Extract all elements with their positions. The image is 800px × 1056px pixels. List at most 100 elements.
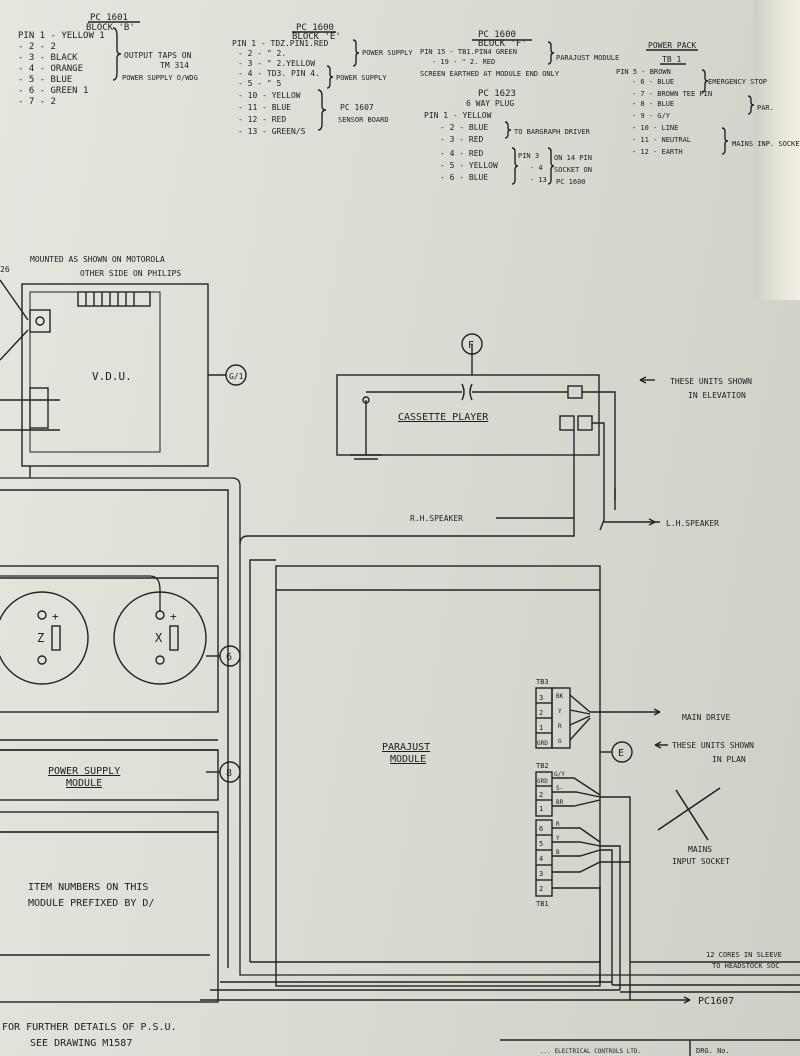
power-pack-par: PAR. — [757, 104, 774, 112]
psu-label-1: POWER SUPPLY — [48, 766, 120, 777]
page-curl — [754, 0, 800, 300]
psu-label-2: MODULE — [66, 778, 102, 789]
mains-label-1: MAINS — [688, 845, 712, 854]
parajust-box — [275, 565, 601, 987]
tb3-row-grd: GRD — [537, 740, 548, 747]
pc1623-pin-4: - 4 - RED — [440, 149, 484, 158]
vdu-mounting-note-2: OTHER SIDE ON PHILIPS — [80, 269, 181, 278]
parajust-ref: E — [618, 748, 624, 759]
mains-label-2: INPUT SOCKET — [672, 857, 730, 866]
tb3-wire-bk: BK — [556, 693, 564, 700]
parajust-label-1: PARAJUST — [382, 742, 430, 753]
pc1623-header: PC 1623 — [478, 89, 516, 99]
psu-ref-circle — [219, 761, 241, 783]
power-pack-pin-8: - 8 - BLUE — [632, 100, 674, 108]
pc1623-pin-6: - 6 - BLUE — [440, 173, 488, 182]
pc1623-pin13-note: - 13 — [530, 176, 547, 184]
tb3-label: TB3 — [536, 678, 549, 686]
tb2-wire-gy: G/Y — [554, 771, 565, 778]
tb1-wire-b: B — [556, 849, 560, 856]
pc1600e-power-supply-1: POWER SUPPLY — [362, 49, 413, 57]
tb2-row-2: 2 — [539, 791, 543, 799]
tb2-row-1: 1 — [539, 805, 543, 813]
psu-box — [0, 749, 219, 801]
pc1607-label: PC1607 — [698, 996, 734, 1007]
parajust-ref-circle — [611, 741, 633, 763]
pc1623-pin4-note: - 4 — [530, 164, 543, 172]
power-pack-pin-5: PIN 5 - BROWN — [616, 68, 671, 76]
pc1600e-sensor-board: SENSOR BOARD — [338, 116, 389, 124]
pc1600e-pin-1: PIN 1 - TDZ.PIN1.RED — [232, 39, 329, 48]
psu-item-note-1: ITEM NUMBERS ON THIS — [28, 882, 148, 893]
tb3-row-1: 1 — [539, 724, 543, 732]
pc1601-output-taps: OUTPUT TAPS ON — [124, 51, 192, 60]
tb2-row-grd: GRD — [537, 778, 548, 785]
pc1623-socket-on: SOCKET ON — [554, 166, 592, 174]
main-drive: MAIN DRIVE — [682, 713, 730, 722]
tb3-wire-r: R — [558, 723, 562, 730]
psu-item-note-2: MODULE PREFIXED BY D/ — [28, 898, 154, 909]
pc1600f-block: BLOCK 'F' — [478, 39, 527, 49]
pc1600e-pin-10: - 10 - YELLOW — [238, 91, 301, 100]
tb2-wire-s: S- — [556, 785, 563, 792]
transistor-ref: 6 — [226, 652, 232, 663]
pc1623-pin3-note: PIN 3 — [518, 152, 539, 160]
elevation-note-2: IN ELEVATION — [688, 391, 746, 400]
pc1600e-pc1607: PC 1607 — [340, 103, 374, 112]
tb3-wire-y: Y — [558, 708, 562, 715]
power-pack-pin-12: - 12 - EARTH — [632, 148, 683, 156]
pc1601-pin-7: - 7 - 2 — [18, 97, 56, 107]
pc1600e-power-supply-2: POWER SUPPLY — [336, 74, 387, 82]
pc1600e-pin-13: - 13 - GREEN/S — [238, 127, 306, 136]
cassette-ref-circle — [461, 333, 483, 355]
footer-company: ... ELECTRICAL CONTROLS LTD. — [540, 1048, 641, 1055]
tb1-block — [535, 819, 553, 897]
pc1601-pin-1: PIN 1 - YELLOW 1 — [18, 31, 105, 41]
pc1601-pin-6: - 6 - GREEN 1 — [18, 86, 88, 96]
cores-note-2: TO HEADSTOCK SOC — [712, 962, 779, 970]
tb1-label: TB1 — [536, 900, 549, 908]
power-pack-pin-10: - 10 - LINE — [632, 124, 678, 132]
pc1600e-pin-12: - 12 - RED — [238, 115, 286, 124]
pc1600f-pin-15: PIN 15 - TB1.PIN4 GREEN — [420, 48, 517, 56]
pc1600e-pin-11: - 11 - BLUE — [238, 103, 291, 112]
transistor-z-plus: + — [52, 610, 59, 623]
rh-speaker: R.H.SPEAKER — [410, 514, 463, 523]
pc1623-subheader: 6 WAY PLUG — [466, 99, 514, 108]
tb2-label: TB2 — [536, 762, 549, 770]
tb1-row-4: 4 — [539, 855, 543, 863]
pc1600e-pin-2: - 2 - " 2. — [238, 49, 286, 58]
power-pack-pin-6: - 6 - BLUE — [632, 78, 674, 86]
power-pack-emergency: EMERGENCY STOP — [708, 78, 767, 86]
elevation-note-1: THESE UNITS SHOWN — [670, 377, 752, 386]
mains-cross-icon — [657, 787, 721, 841]
tb1-wire-r: R — [556, 821, 560, 828]
tb1-row-2: 2 — [539, 885, 543, 893]
power-pack-pin-9: - 9 - G/Y — [632, 112, 671, 120]
pc1623-bargraph: TO BARGRAPH DRIVER — [514, 128, 591, 136]
pc1601-power-supply: POWER SUPPLY O/WDG — [122, 74, 198, 82]
tb1-wire-y: Y — [556, 835, 560, 842]
power-pack-pin-11: - 11 - NEUTRAL — [632, 136, 691, 144]
vdu-connector — [77, 291, 151, 307]
pc1601-block: BLOCK 'B' — [86, 23, 135, 33]
psu-ref: 8 — [226, 768, 232, 779]
tb2-block — [535, 771, 553, 817]
pc1600f-pin-19: - 19 - " 2. RED — [432, 58, 495, 66]
pc1601-header: PC 1601 — [90, 13, 128, 23]
transistor-panel — [0, 565, 219, 713]
tb2-wire-br: BR — [556, 799, 564, 806]
pc1623-pin-5: - 5 - YELLOW — [440, 161, 498, 170]
tb1-row-6: 6 — [539, 825, 543, 833]
power-pack-pin-7: - 7 - BROWN TEE PIN — [632, 90, 712, 98]
tb3-row-2: 2 — [539, 709, 543, 717]
vdu-mounting-note-1: MOUNTED AS SHOWN ON MOTOROLA — [30, 255, 165, 264]
pc1623-pin-1: PIN 1 - YELLOW — [424, 111, 492, 120]
transistor-x-plus: + — [170, 610, 177, 623]
footer-note-1: FOR FURTHER DETAILS OF P.S.U. — [2, 1022, 177, 1033]
tb1-row-3: 3 — [539, 870, 543, 878]
vdu-label: V.D.U. — [92, 370, 132, 383]
power-pack-header: POWER PACK — [648, 41, 696, 50]
pc1601-tm314: TM 314 — [160, 61, 189, 70]
